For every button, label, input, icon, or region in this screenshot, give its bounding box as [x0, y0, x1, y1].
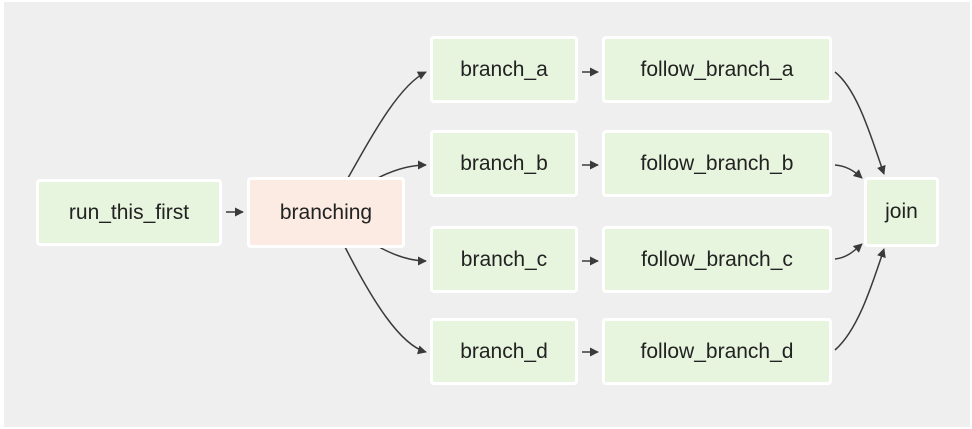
- node-branching[interactable]: branching: [247, 177, 405, 248]
- node-label: follow_branch_a: [640, 57, 794, 81]
- node-follow_branch_c[interactable]: follow_branch_c: [602, 226, 832, 293]
- edge-follow_branch_c-join: [834, 243, 863, 260]
- node-label: branch_a: [460, 57, 548, 81]
- node-label: follow_branch_c: [641, 247, 793, 271]
- node-label: branch_c: [460, 247, 548, 271]
- node-follow_branch_a[interactable]: follow_branch_a: [602, 36, 832, 103]
- edge-follow_branch_d-join: [834, 248, 886, 351]
- edge-follow_branch_a-join: [834, 71, 886, 175]
- node-branch_a[interactable]: branch_a: [430, 36, 578, 103]
- node-label: follow_branch_d: [640, 339, 794, 363]
- edge-branching-branch_a: [347, 71, 427, 179]
- node-run_this_first[interactable]: run_this_first: [36, 179, 222, 246]
- node-label: follow_branch_b: [640, 151, 794, 175]
- node-branch_d[interactable]: branch_d: [430, 318, 578, 385]
- edge-follow_branch_b-join: [834, 164, 863, 179]
- node-follow_branch_d[interactable]: follow_branch_d: [602, 318, 832, 385]
- node-label: branching: [279, 200, 373, 224]
- node-branch_c[interactable]: branch_c: [430, 226, 578, 293]
- node-label: branch_d: [460, 339, 548, 363]
- node-join[interactable]: join: [864, 177, 939, 247]
- node-label: join: [885, 200, 918, 223]
- edge-branching-branch_d: [344, 246, 427, 355]
- node-branch_b[interactable]: branch_b: [430, 130, 578, 197]
- node-label: branch_b: [460, 151, 548, 175]
- node-follow_branch_b[interactable]: follow_branch_b: [602, 130, 832, 197]
- node-label: run_this_first: [68, 200, 190, 224]
